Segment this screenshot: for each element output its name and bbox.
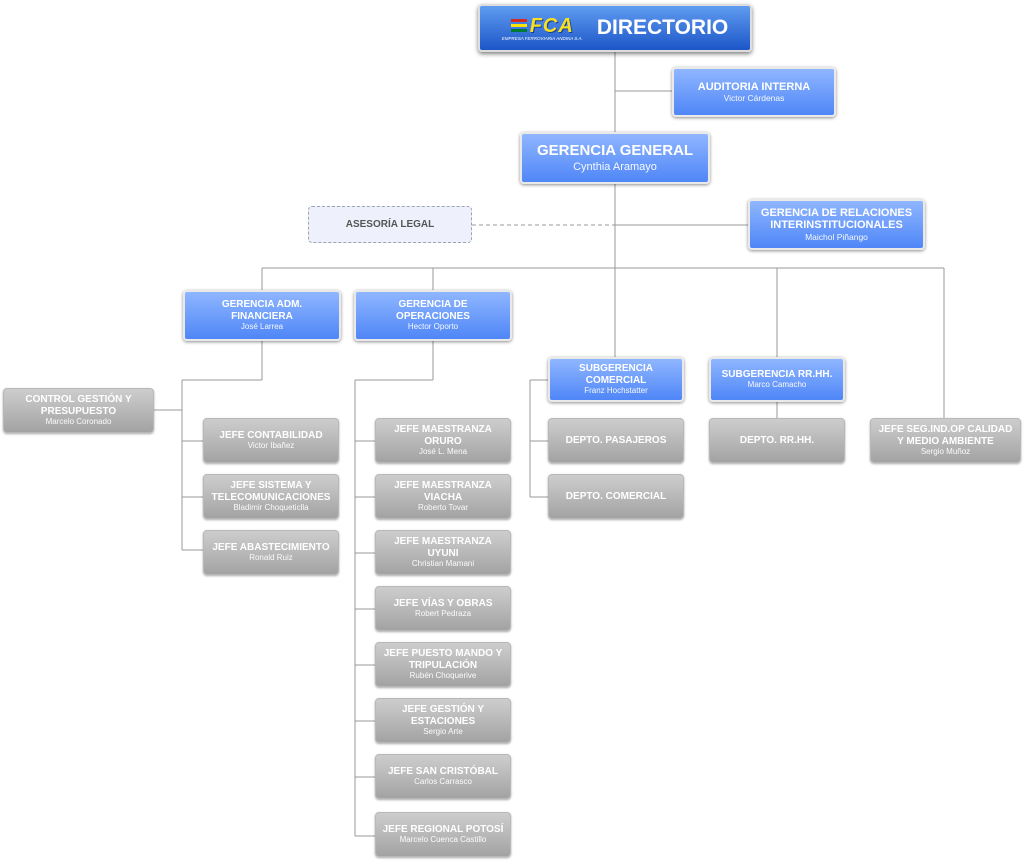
node-title: CONTROL GESTIÓN Y PRESUPUESTO [25, 394, 132, 417]
jefe-abastecimiento-node: JEFE ABASTECIMIENTO Ronald Ruiz [203, 530, 339, 575]
node-title: JEFE PUESTO MANDO Y TRIPULACIÓN [383, 648, 503, 671]
node-title: JEFE MAESTRANZA UYUNI [394, 536, 492, 559]
node-person: Sergio Muñoz [920, 446, 971, 456]
node-title: DEPTO. PASAJEROS [565, 434, 667, 446]
jefe-maestranza-viacha-node: JEFE MAESTRANZA VIACHA Roberto Tovar [375, 474, 511, 519]
jefe-puesto-mando-node: JEFE PUESTO MANDO Y TRIPULACIÓN Rubén Ch… [375, 642, 511, 687]
node-person: Christian Mamani [411, 558, 475, 568]
flag-stripes-icon [510, 18, 527, 33]
node-title: JEFE REGIONAL POTOSÍ [382, 823, 504, 835]
gerencia-relaciones-node: GERENCIA DE RELACIONES INTERINSTITUCIONA… [748, 199, 925, 250]
jefe-maestranza-oruro-node: JEFE MAESTRANZA ORURO José L. Mena [375, 418, 511, 463]
node-title: GERENCIA ADM. FINANCIERA [221, 299, 303, 322]
node-title: DEPTO. RR.HH. [739, 434, 815, 446]
node-title: SUBGERENCIA COMERCIAL [579, 363, 653, 386]
node-person: Maichol Piñango [805, 231, 868, 242]
node-person: Marcelo Cuenca Castillo [399, 835, 487, 845]
node-title: JEFE SAN CRISTÓBAL [387, 765, 498, 777]
node-person: Carlos Carrasco [414, 777, 472, 787]
node-title: AUDITORIA INTERNA [697, 80, 811, 93]
node-person: Franz Hochstatter [584, 385, 648, 395]
node-person: Hector Oporto [407, 321, 459, 331]
jefe-sistemas-node: JEFE SISTEMA Y TELECOMUNICACIONES Bladim… [203, 474, 339, 519]
node-person: Victor Cárdenas [723, 92, 785, 103]
node-person: Ronald Ruiz [249, 553, 293, 563]
node-title: GERENCIA GENERAL [536, 141, 694, 159]
node-person: Victor Ibañez [247, 441, 295, 451]
node-person: Sergio Arte [423, 726, 463, 736]
subgerencia-rrhh-node: SUBGERENCIA RR.HH. Marco Camacho [709, 357, 845, 402]
auditoria-interna-node: AUDITORIA INTERNA Victor Cárdenas [672, 67, 836, 117]
logo-subtitle: EMPRESA FERROVIARIA ANDINA S.A. [501, 36, 583, 42]
gerencia-operaciones-node: GERENCIA DE OPERACIONES Hector Oporto [354, 290, 512, 341]
node-title: JEFE VÍAS Y OBRAS [393, 597, 493, 609]
node-title: JEFE GESTIÓN Y ESTACIONES [401, 704, 485, 727]
node-title: GERENCIA DE OPERACIONES [396, 299, 470, 322]
node-person: Marcelo Coronado [45, 416, 112, 426]
subgerencia-comercial-node: SUBGERENCIA COMERCIAL Franz Hochstatter [548, 357, 684, 402]
node-person: Rubén Choquerive [409, 670, 477, 680]
node-person: Marco Camacho [747, 380, 807, 390]
jefe-regional-potosi-node: JEFE REGIONAL POTOSÍ Marcelo Cuenca Cast… [375, 812, 511, 857]
node-title: GERENCIA DE RELACIONES INTERINSTITUCIONA… [760, 206, 913, 232]
node-title: ASESORÍA LEGAL [345, 218, 435, 230]
directorio-title: DIRECTORIO [596, 16, 729, 40]
jefe-contabilidad-node: JEFE CONTABILIDAD Victor Ibañez [203, 418, 339, 463]
fca-logo: FCA EMPRESA FERROVIARIA ANDINA S.A. [502, 15, 583, 41]
jefe-vias-obras-node: JEFE VÍAS Y OBRAS Robert Pedraza [375, 586, 511, 631]
node-title: JEFE MAESTRANZA VIACHA [394, 480, 492, 503]
node-person: José Larrea [240, 321, 284, 331]
gerencia-adm-financiera-node: GERENCIA ADM. FINANCIERA José Larrea [183, 290, 341, 341]
node-title: DEPTO. COMERCIAL [565, 490, 667, 502]
node-person: Robert Pedraza [414, 609, 472, 619]
jefe-gestion-estaciones-node: JEFE GESTIÓN Y ESTACIONES Sergio Arte [375, 698, 511, 743]
jefe-san-cristobal-node: JEFE SAN CRISTÓBAL Carlos Carrasco [375, 754, 511, 799]
gerencia-general-node: GERENCIA GENERAL Cynthia Aramayo [520, 132, 710, 184]
control-gestion-node: CONTROL GESTIÓN Y PRESUPUESTO Marcelo Co… [3, 388, 154, 433]
node-title: JEFE ABASTECIMIENTO [212, 541, 330, 553]
node-person: Cynthia Aramayo [573, 160, 657, 173]
depto-pasajeros-node: DEPTO. PASAJEROS [548, 418, 684, 463]
jefe-seguridad-node: JEFE SEG.IND.OP CALIDAD Y MEDIO AMBIENTE… [870, 418, 1021, 463]
directorio-node: FCA EMPRESA FERROVIARIA ANDINA S.A. DIRE… [478, 4, 752, 52]
node-title: JEFE MAESTRANZA ORURO [394, 424, 492, 447]
node-person: Bladimir Choqueticlla [233, 502, 309, 512]
node-person: Roberto Tovar [417, 502, 469, 512]
asesoria-legal-node: ASESORÍA LEGAL [308, 206, 472, 243]
jefe-maestranza-uyuni-node: JEFE MAESTRANZA UYUNI Christian Mamani [375, 530, 511, 575]
node-title: JEFE SEG.IND.OP CALIDAD Y MEDIO AMBIENTE [878, 424, 1013, 447]
depto-rrhh-node: DEPTO. RR.HH. [709, 418, 845, 463]
node-title: SUBGERENCIA RR.HH. [721, 368, 833, 380]
node-title: JEFE CONTABILIDAD [219, 429, 323, 441]
depto-comercial-node: DEPTO. COMERCIAL [548, 474, 684, 519]
logo-text: FCA [529, 14, 574, 37]
node-title: JEFE SISTEMA Y TELECOMUNICACIONES [211, 480, 331, 503]
node-person: José L. Mena [418, 446, 468, 456]
